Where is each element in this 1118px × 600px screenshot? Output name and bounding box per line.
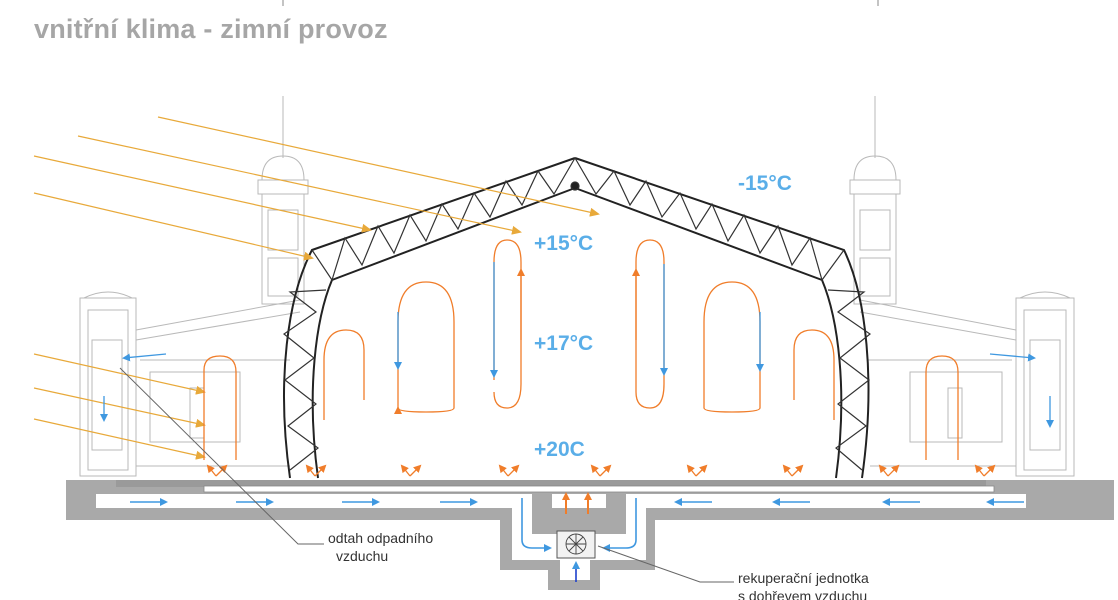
leader-lines — [119, 367, 734, 583]
truss-roof — [283, 157, 870, 479]
temp-roof: +15°C — [534, 232, 593, 255]
recuperation-label-line1: rekuperační jednotka — [738, 570, 869, 586]
supply-air-up — [562, 492, 592, 514]
recuperation-label-line2: s dohřevem vzduchu — [738, 588, 867, 600]
diagram-title: vnitřní klima - zimní provoz — [34, 14, 388, 44]
exhaust-label-line1: odtah odpadního — [328, 530, 433, 546]
duct-airflow — [130, 498, 1024, 582]
temp-outside: -15°C — [738, 172, 792, 195]
truss-webbing — [282, 157, 872, 471]
fan-icon — [565, 533, 587, 555]
exhaust-label-line2: vzduchu — [336, 548, 388, 564]
temp-middle: +17°C — [534, 332, 593, 355]
frame-ticks — [282, 0, 879, 6]
floor-diffusers — [206, 464, 996, 477]
temp-floor: +20C — [534, 438, 585, 461]
sun-rays — [33, 116, 600, 460]
air-circulation — [100, 239, 1054, 460]
recuperation-unit — [556, 530, 596, 559]
building-outline — [79, 96, 1075, 477]
